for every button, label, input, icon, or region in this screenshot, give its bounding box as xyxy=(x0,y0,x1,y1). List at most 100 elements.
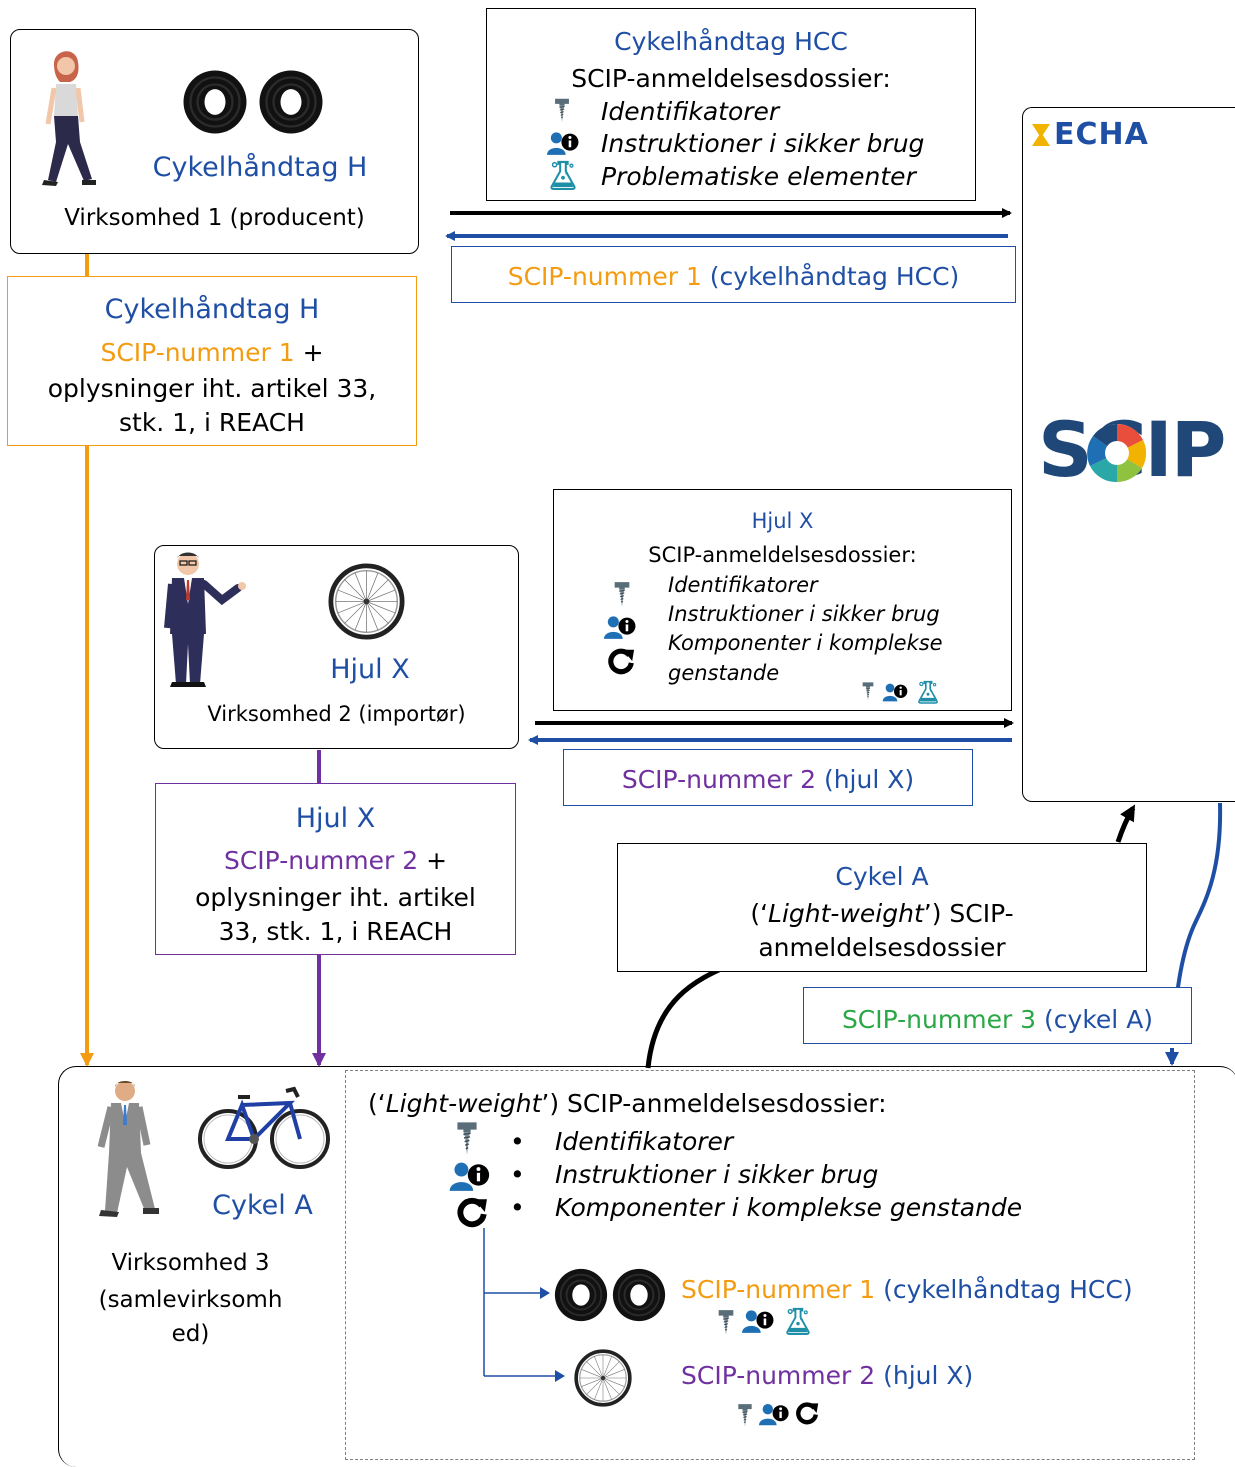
dossier2-item-instructions: Instruktioner i sikker brug xyxy=(668,602,940,626)
company3-dossier-heading: (‘Light-weight’) SCIP-anmeldelsesdossier… xyxy=(368,1089,887,1118)
flask-icon xyxy=(550,160,576,190)
company3-bullet-3: • xyxy=(510,1193,525,1222)
company3-item-identifiers: Identifikatorer xyxy=(555,1127,734,1156)
company3-ref2: SCIP-nummer 2 (hjul X) xyxy=(681,1361,973,1390)
company3-item-instructions: Instruktioner i sikker brug xyxy=(555,1160,879,1189)
return3-label: SCIP-nummer 3 (cykel A) xyxy=(803,1005,1192,1034)
flow2-number: SCIP-nummer 2 xyxy=(223,846,419,875)
echa-logo: ECHA xyxy=(1032,117,1149,152)
wheel-icon xyxy=(328,563,405,640)
woman-icon xyxy=(42,51,96,186)
return2-box xyxy=(563,749,973,806)
flow2-article: Hjul X xyxy=(295,803,376,834)
person-info-icon xyxy=(547,132,579,155)
flow1-line2: stk. 1, i REACH xyxy=(119,408,305,437)
cycle-arrow-icon xyxy=(607,647,635,675)
flow2-number-line: SCIP-nummer 2 + xyxy=(155,846,516,875)
company3-ref1: SCIP-nummer 1 (cykelhåndtag HCC) xyxy=(681,1275,1133,1304)
return1-label: SCIP-nummer 1 (cykelhåndtag HCC) xyxy=(451,262,1016,291)
businessman-icon xyxy=(164,552,246,687)
cycle-arrow-icon xyxy=(795,1401,819,1425)
company3-article: Cykel A xyxy=(212,1190,313,1221)
dossier3-box xyxy=(617,843,1147,972)
company3-name-line1: Virksomhed 3 xyxy=(111,1250,270,1276)
dossier1-title: Cykelhåndtag HCC xyxy=(614,27,848,56)
echa-logo-text: ECHA xyxy=(1054,117,1149,152)
flow1-plus: + xyxy=(294,338,324,367)
dossier2-heading: SCIP-anmeldelsesdossier: xyxy=(648,543,917,567)
return1-suffix: (cykelhåndtag HCC) xyxy=(701,262,960,291)
company2-article: Hjul X xyxy=(330,654,410,685)
dossier1-box xyxy=(486,8,976,201)
company3-lw-open: (‘ xyxy=(368,1089,386,1118)
return1-box xyxy=(451,246,1016,303)
company3-lw-close: ’) SCIP-anmeldelsesdossier: xyxy=(541,1089,887,1118)
screw-icon xyxy=(718,1309,734,1336)
bicycle-icon xyxy=(198,1086,330,1169)
dossier3-line2: (‘Light-weight’) SCIP- xyxy=(617,899,1147,928)
dossier1-item-identifiers: Identifikatorer xyxy=(601,97,780,126)
company3-ref2-suffix: (hjul X) xyxy=(875,1361,974,1390)
flask-icon xyxy=(918,680,938,704)
screw-icon xyxy=(737,1403,753,1428)
company3-item-components: Komponenter i komplekse genstande xyxy=(555,1193,1023,1222)
screw-icon xyxy=(554,98,570,123)
company3-bullet-1: • xyxy=(510,1127,525,1156)
dossier3-open: (‘ xyxy=(750,899,769,928)
flow2-box xyxy=(155,783,516,955)
dossier2-item-components-cont: genstande xyxy=(668,661,780,685)
dossier2-title: Hjul X xyxy=(751,509,814,533)
person-info-icon xyxy=(604,616,636,639)
flow1-number-line: SCIP-nummer 1 + xyxy=(7,338,417,367)
dossier1-item-problematic: Problematiske elementer xyxy=(601,162,916,191)
company3-dossier-box xyxy=(345,1070,1195,1460)
return2-suffix: (hjul X) xyxy=(816,765,915,794)
flask-icon xyxy=(786,1307,810,1336)
dossier3-close: ’) SCIP- xyxy=(923,899,1014,928)
dossier3-line3: anmeldelsesdossier xyxy=(758,933,1006,962)
flow2-line1: oplysninger iht. artikel xyxy=(195,883,476,912)
dossier2-box xyxy=(553,489,1012,711)
person-info-icon xyxy=(882,683,908,702)
return1-number: SCIP-nummer 1 xyxy=(507,262,702,291)
person-info-icon xyxy=(449,1162,490,1191)
flow2-plus: + xyxy=(418,846,448,875)
man-walking-icon xyxy=(97,1081,159,1217)
company3-ref1-suffix: (cykelhåndtag HCC) xyxy=(875,1275,1133,1304)
person-info-icon xyxy=(759,1404,789,1426)
company3-bullet-2: • xyxy=(510,1160,525,1189)
screw-icon xyxy=(456,1121,478,1156)
dossier2-item-identifiers: Identifikatorer xyxy=(668,573,818,597)
flow1-line1: oplysninger iht. artikel 33, xyxy=(47,374,377,403)
company3-ref1-number: SCIP-nummer 1 xyxy=(681,1275,876,1304)
dossier3-title: Cykel A xyxy=(835,862,929,891)
scip-wheel-icon xyxy=(1087,423,1147,483)
flow1-article: Cykelhåndtag H xyxy=(104,294,320,325)
return2-label: SCIP-nummer 2 (hjul X) xyxy=(563,765,973,794)
company2-name: Virksomhed 2 (importør) xyxy=(207,702,466,726)
screw-icon xyxy=(862,681,874,701)
company3-box xyxy=(58,1066,1235,1467)
dossier2-item-components: Komponenter i komplekse xyxy=(668,631,943,655)
person-info-icon xyxy=(742,1310,774,1333)
cycle-arrow-icon xyxy=(456,1196,488,1228)
return3-number: SCIP-nummer 3 xyxy=(841,1005,1037,1034)
return3-suffix: (cykel A) xyxy=(1036,1005,1154,1034)
return2-number: SCIP-nummer 2 xyxy=(621,765,817,794)
dossier3-lightweight: Light-weight xyxy=(768,899,924,928)
flow2-line2: 33, stk. 1, i REACH xyxy=(218,917,453,946)
company3-ref2-number: SCIP-nummer 2 xyxy=(681,1361,876,1390)
dossier1-heading: SCIP-anmeldelsesdossier: xyxy=(571,64,891,93)
company3-name-line2: (samlevirksomh xyxy=(98,1287,283,1313)
company3-name-line3: ed) xyxy=(171,1321,210,1347)
company1-article: Cykelhåndtag H xyxy=(152,152,368,183)
return3-box xyxy=(803,987,1192,1044)
flow1-number: SCIP-nummer 1 xyxy=(100,338,295,367)
company3-lightweight: Light-weight xyxy=(385,1089,542,1118)
dossier1-item-instructions: Instruktioner i sikker brug xyxy=(601,129,925,158)
company1-name: Virksomhed 1 (producent) xyxy=(64,205,365,231)
component-tree xyxy=(483,1228,560,1377)
wheel-icon xyxy=(569,1349,637,1407)
handlebar-tape-icon xyxy=(182,69,324,135)
handlebar-tape-icon xyxy=(553,1267,667,1323)
